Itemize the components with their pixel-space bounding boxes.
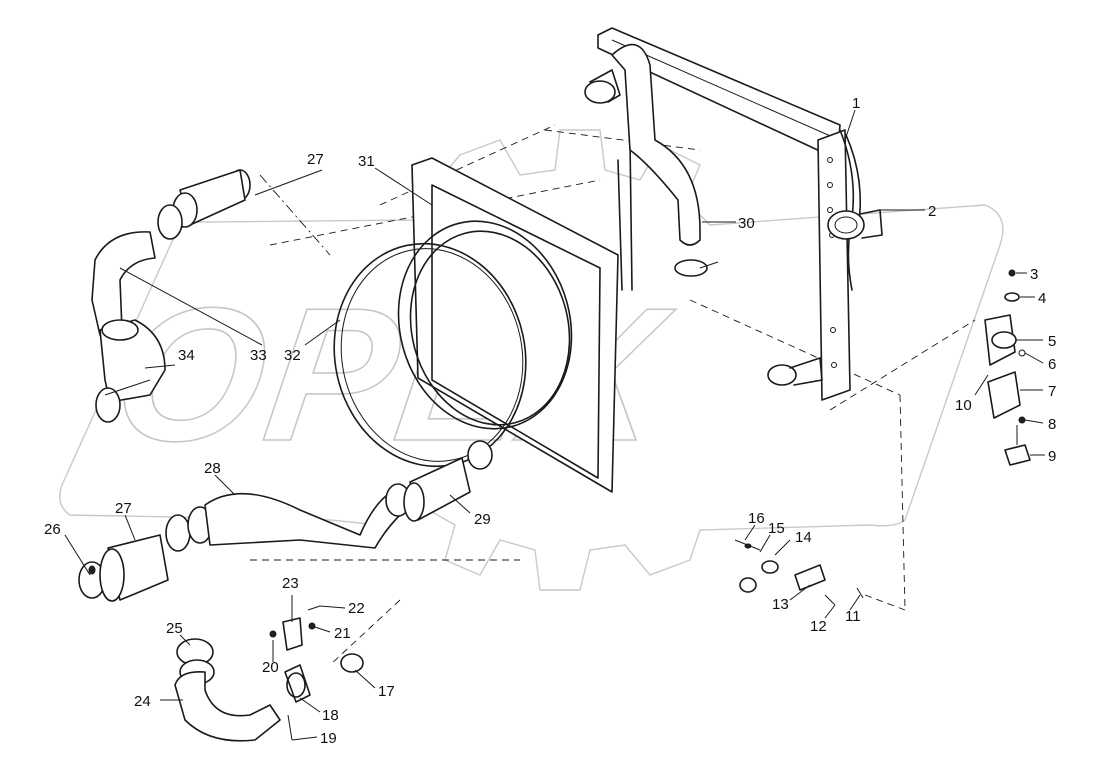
callout-9: 9 [1048, 448, 1056, 465]
callout-23: 23 [282, 575, 299, 592]
callout-10: 10 [955, 397, 972, 414]
callouts: 1 2 3 4 5 6 7 8 9 10 11 12 13 14 15 16 1… [44, 95, 1056, 747]
callout-22: 22 [348, 600, 365, 617]
callout-26: 26 [44, 521, 61, 538]
callout-13: 13 [772, 596, 789, 613]
callout-14: 14 [795, 529, 812, 546]
callout-5: 5 [1048, 333, 1056, 350]
callout-18: 18 [322, 707, 339, 724]
callout-24: 24 [134, 693, 151, 710]
left-hose-assembly [91, 169, 251, 423]
lower-pipe-assembly [174, 605, 364, 742]
callout-34: 34 [178, 347, 195, 364]
callout-20: 20 [262, 659, 279, 676]
callout-32: 32 [284, 347, 301, 364]
callout-16: 16 [748, 510, 765, 527]
callout-1: 1 [852, 95, 860, 112]
callout-21: 21 [334, 625, 351, 642]
callout-7: 7 [1048, 383, 1056, 400]
callout-27-lower: 27 [115, 500, 132, 517]
callout-25: 25 [166, 620, 183, 637]
leader-lines [64, 109, 1045, 741]
lower-hoses [78, 440, 493, 602]
callout-2: 2 [928, 203, 936, 220]
callout-27-upper: 27 [307, 151, 324, 168]
callout-3: 3 [1030, 266, 1038, 283]
callout-15: 15 [768, 520, 785, 537]
mounting-parts [734, 269, 1031, 606]
upper-hose [611, 43, 719, 277]
callout-6: 6 [1048, 356, 1056, 373]
callout-12: 12 [810, 618, 827, 635]
callout-11: 11 [845, 608, 861, 625]
callout-19: 19 [320, 730, 337, 747]
callout-28: 28 [204, 460, 221, 477]
callout-33: 33 [250, 347, 267, 364]
callout-4: 4 [1038, 290, 1046, 307]
callout-17: 17 [378, 683, 395, 700]
radiator-assembly [584, 27, 883, 401]
fan-shroud [397, 157, 619, 493]
callout-30: 30 [738, 215, 755, 232]
callout-29: 29 [474, 511, 491, 528]
callout-31: 31 [358, 153, 375, 170]
callout-8: 8 [1048, 416, 1056, 433]
